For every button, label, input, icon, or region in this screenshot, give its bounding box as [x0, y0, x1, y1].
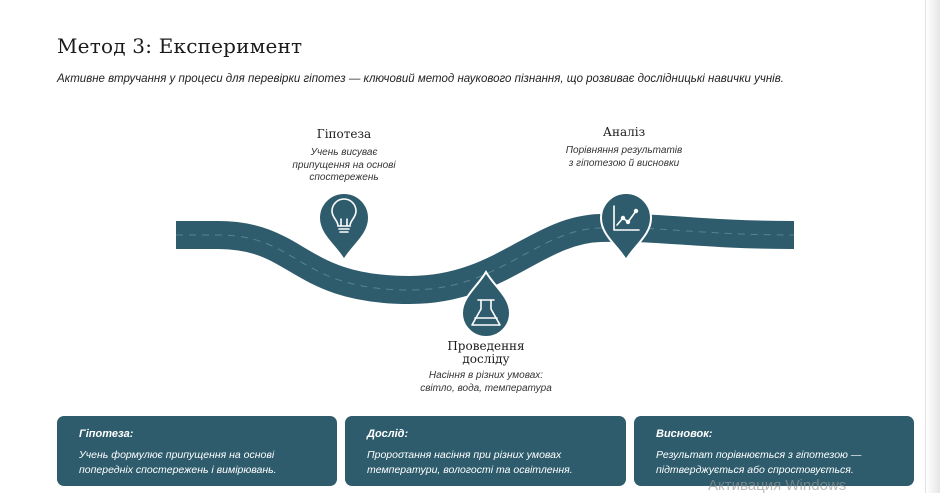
pin-experiment [460, 269, 512, 338]
node-desc-experiment: Насіння в різних умовах: світло, вода, т… [420, 370, 552, 394]
card-conclusion: Висновок: Результат порівнюється з гіпот… [634, 416, 914, 486]
card-text: Результат порівнюється з гіпотезою — під… [656, 449, 862, 476]
pin-hypothesis [317, 192, 371, 263]
chart-line-icon [613, 205, 640, 231]
node-desc-analysis: Порівняння результатів з гіпотезою й вис… [565, 145, 683, 169]
card-title: Гіпотеза: [79, 428, 134, 440]
card-text: Пророστання насіння при різних умовах те… [367, 449, 573, 476]
page-subtitle: Активне втручання у процеси для перевірк… [57, 73, 784, 85]
lightbulb-icon [331, 198, 357, 233]
page-edge-shadow [926, 0, 940, 493]
node-title-analysis: Аналіз [602, 125, 646, 139]
node-desc-hypothesis: Учень висуває припущення на основі спост… [292, 147, 396, 183]
card-title: Висновок: [656, 428, 713, 440]
page-title: Метод 3: Експеримент [57, 34, 303, 58]
card-text: Учень формулює припущення на основі попе… [79, 449, 277, 476]
flask-icon [471, 299, 501, 326]
card-hypothesis: Гіпотеза: Учень формулює припущення на о… [57, 416, 337, 486]
card-title: Дослід: [367, 428, 409, 440]
card-experiment: Дослід: Пророστання насіння при різних у… [345, 416, 626, 486]
road-center-line [176, 227, 795, 291]
node-title-hypothesis: Гіпотеза [316, 127, 372, 141]
pin-analysis [599, 192, 653, 263]
page-edge-line [925, 0, 926, 493]
node-title-experiment: Проведення досліду [447, 339, 525, 366]
windows-activation-watermark: Активация Windows [708, 477, 847, 494]
